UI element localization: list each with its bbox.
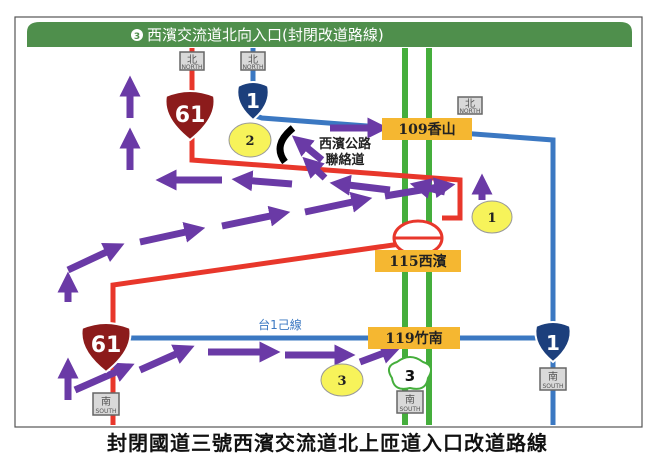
arrow-dash — [66, 242, 125, 274]
tai1ji-label: 台1己線 — [258, 317, 302, 332]
header-title: 西濱交流道北向入口(封閉改道路線) — [147, 26, 384, 44]
caption: 封閉國道三號西濱交流道北上匝道入口改道路線 — [107, 431, 548, 455]
svg-text:南: 南 — [548, 370, 558, 383]
xiangshan-label: 109香山 — [398, 121, 455, 138]
marker-2-label: 2 — [245, 134, 254, 149]
svg-text:南: 南 — [101, 395, 111, 408]
xiangshan-label-box — [382, 118, 472, 140]
svg-text:NORTH: NORTH — [181, 64, 202, 71]
arrow-diag — [302, 156, 328, 181]
north-sign-61: 北 NORTH — [179, 51, 205, 71]
svg-text:3: 3 — [405, 367, 415, 385]
header-bar — [27, 22, 632, 47]
svg-text:北: 北 — [187, 54, 197, 66]
route3-badge-icon — [131, 29, 143, 41]
route61-shield-south: 61 — [80, 322, 132, 374]
arrow-dash — [358, 343, 402, 366]
route1-shield-south: 1 — [534, 321, 572, 364]
connector-label-line1: 西濱公路 — [319, 136, 372, 152]
marker-3 — [320, 363, 364, 397]
arrow-left — [231, 170, 293, 192]
freeway3-shield: 3 — [387, 356, 433, 390]
arrow-dash — [138, 344, 195, 374]
svg-text:南: 南 — [405, 393, 415, 406]
arrow-dash — [304, 191, 373, 216]
zhunan-label: 119竹南 — [385, 330, 442, 347]
south-sign-61: 南 SOUTH — [92, 392, 120, 416]
svg-text:1: 1 — [546, 331, 560, 355]
arrow-diag — [291, 135, 325, 163]
north-sign-1: 北 NORTH — [240, 51, 266, 71]
svg-text:1: 1 — [246, 89, 260, 113]
arrow-dash — [384, 177, 456, 200]
arrow-dash — [73, 362, 135, 394]
marker-3-label: 3 — [337, 374, 346, 389]
xibin-label-box — [375, 250, 461, 272]
svg-text:NORTH: NORTH — [242, 64, 263, 71]
north-sign-east: 北 NORTH — [457, 96, 483, 115]
svg-text:NORTH: NORTH — [459, 108, 480, 115]
marker-2 — [228, 122, 272, 158]
svg-text:SOUTH: SOUTH — [542, 383, 563, 390]
svg-text:北: 北 — [465, 98, 475, 110]
arrow-left — [329, 174, 391, 196]
detour-arrows — [57, 75, 493, 400]
svg-text:北: 北 — [248, 54, 258, 66]
xibin-label: 115西濱 — [389, 253, 446, 270]
barrier-icon — [276, 125, 296, 165]
route3-badge-label: 3 — [134, 32, 140, 42]
svg-text:61: 61 — [91, 333, 122, 358]
arrow-dash — [139, 221, 206, 246]
zhunan-label-box — [368, 327, 460, 349]
marker-1 — [471, 200, 513, 234]
route1-shield-north: 1 — [236, 81, 270, 122]
south-sign-1: 南 SOUTH — [539, 367, 567, 391]
svg-text:SOUTH: SOUTH — [95, 408, 116, 415]
arrow-dash — [221, 205, 291, 230]
south-sign-3: 南 SOUTH — [396, 390, 424, 414]
svg-text:61: 61 — [175, 103, 206, 128]
connector-label-line2: 聯絡道 — [325, 152, 364, 168]
marker-1-label: 1 — [487, 211, 496, 226]
svg-text:SOUTH: SOUTH — [399, 406, 420, 413]
route61-shield-north: 61 — [164, 90, 216, 142]
